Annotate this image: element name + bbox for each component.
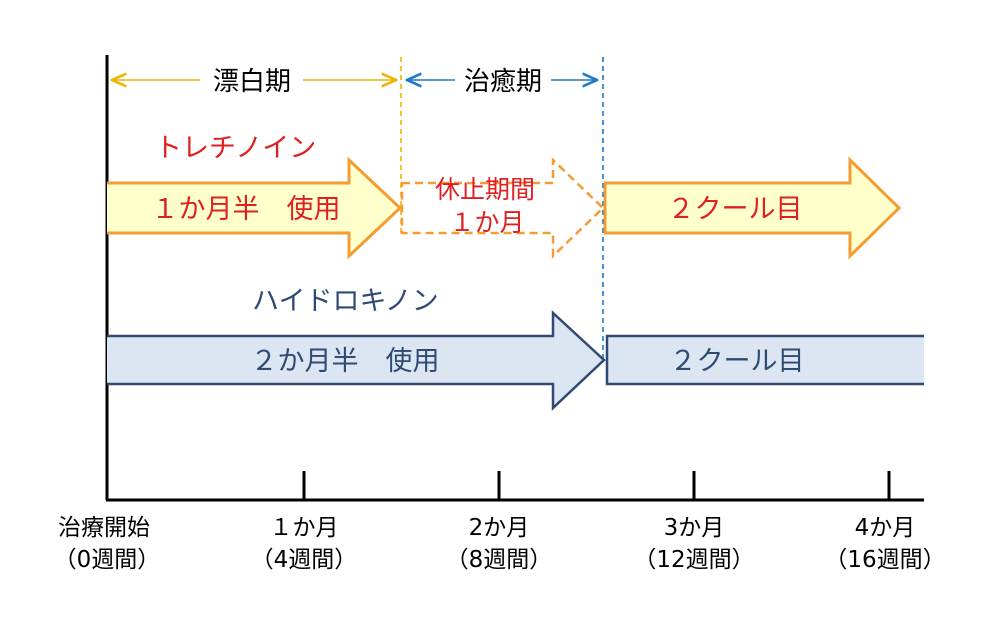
timeline-label-bottom: （12週間） xyxy=(633,547,754,573)
phase-label-heal: 治癒期 xyxy=(464,67,542,97)
tretinoin-use-label: １か月半 使用 xyxy=(152,194,341,225)
tretinoin-rest-label-2: １か月 xyxy=(449,208,524,237)
timeline-label-top: 治療開始 xyxy=(58,515,150,541)
hydroquinone-use-arrow xyxy=(107,310,606,411)
timeline-label-bottom: （4週間） xyxy=(251,547,358,573)
phase-label-bleach: 漂白期 xyxy=(213,67,291,97)
tretinoin-second-course-arrow xyxy=(603,156,902,260)
timeline-label-bottom: （0週間） xyxy=(54,547,161,573)
timeline-label-bottom: （16週間） xyxy=(824,547,945,573)
timeline-label-top: 2か月 xyxy=(469,515,530,541)
timeline-label-top: 4か月 xyxy=(855,515,916,541)
tretinoin-label: トレチノイン xyxy=(155,133,316,164)
tretinoin-rest-label-1: 休止期間 xyxy=(435,175,535,204)
tretinoin-rest-arrow xyxy=(400,157,605,259)
timeline-label-top: 3か月 xyxy=(664,515,725,541)
timeline-label-bottom: （8週間） xyxy=(446,547,553,573)
hydroquinone-use-label: ２か月半 使用 xyxy=(251,346,440,377)
hydroquinone-second-course-bar xyxy=(605,334,924,386)
hydroquinone-second-course-label: ２クール目 xyxy=(670,346,805,377)
tretinoin-second-course-label: ２クール目 xyxy=(668,194,803,225)
timeline-label-top: １か月 xyxy=(270,515,339,541)
tretinoin-use-arrow xyxy=(107,156,403,260)
hydroquinone-label: ハイドロキノン xyxy=(252,286,439,317)
